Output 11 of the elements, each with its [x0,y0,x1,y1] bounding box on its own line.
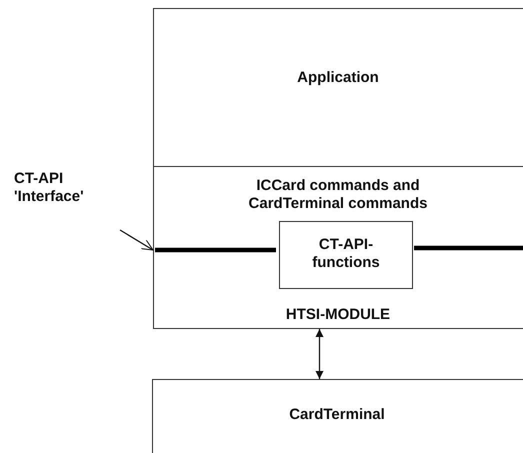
box-title: CT-API 'Interface' [14,170,85,206]
box-title: ICCard commands and CardTerminal commands [248,177,428,213]
module-box [153,8,523,167]
arrow [120,229,154,251]
box-label: HTSI-MODULE [286,306,390,324]
box-title: Application [297,69,379,87]
arrow [316,329,324,379]
box-title: CardTerminal [289,406,385,424]
module-box [153,166,523,329]
box-title: CT-API-functions [311,236,381,272]
function-box [279,221,413,289]
